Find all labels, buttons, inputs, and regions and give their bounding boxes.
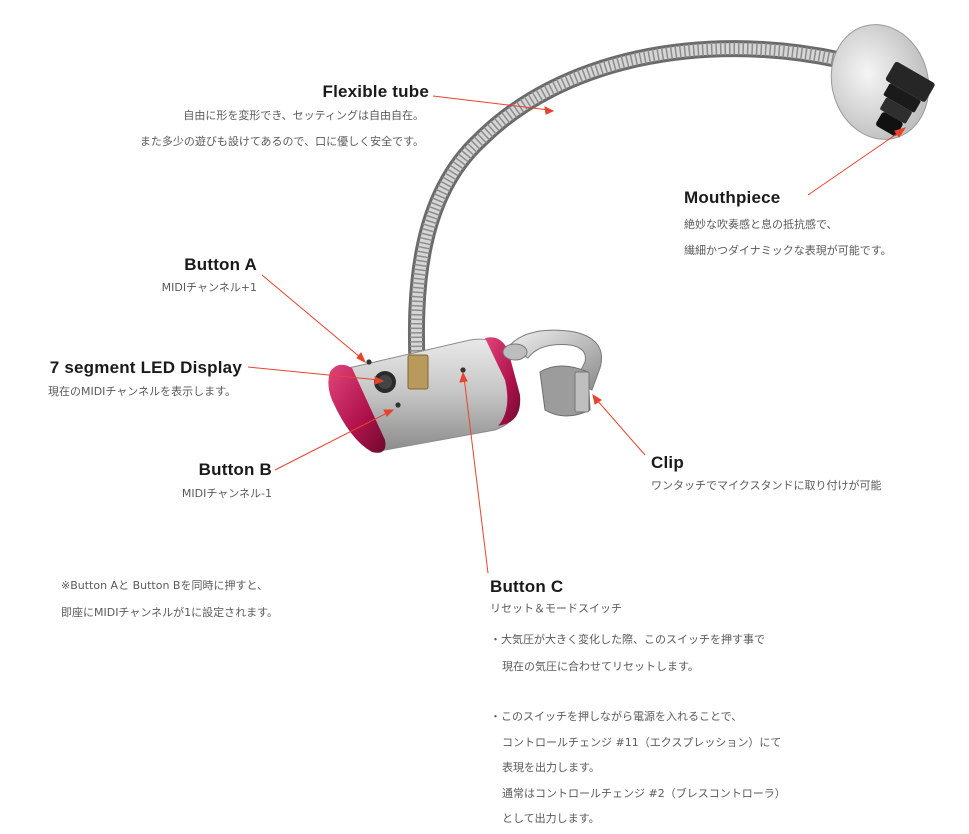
flexible-tube-graphic: [407, 40, 849, 374]
clip-graphic: [502, 329, 602, 417]
leader-flexible-tube: [432, 95, 550, 111]
leader-button-a-arrow: [356, 352, 367, 364]
leader-button-c: [463, 376, 489, 574]
leader-led-display-arrow: [374, 376, 385, 385]
device-body-graphic: [328, 337, 521, 453]
button-c-title: Button C: [490, 577, 564, 596]
clip-description: ワンタッチでマイクスタンドに取り付けが可能: [651, 479, 882, 492]
led-display-description: 現在のMIDIチャンネルを表示します。: [47, 385, 236, 398]
leader-flexible-tube-arrow: [544, 106, 555, 115]
button-b-title: Button B: [198, 460, 272, 479]
clip-title: Clip: [651, 453, 684, 472]
button-c-bullet-1-line-1: ・大気圧が大きく変化した際、このスイッチを押す事で: [490, 633, 765, 646]
button-c-bullet-2-line-2: コントロールチェンジ #11（エクスプレッション）にて: [502, 735, 782, 749]
button-c-bullet-2-line-3: 表現を出力します。: [502, 761, 600, 774]
leader-button-a: [261, 274, 362, 359]
button-a-description: MIDIチャンネル+1: [161, 281, 257, 294]
button-c-bullet-2-line-1: ・このスイッチを押しながら電源を入れることで、: [490, 710, 743, 723]
mouthpiece-graphic: [830, 24, 935, 140]
flexible-tube-desc-line-1: 自由に形を変形でき、セッティングは自由自在。: [183, 109, 424, 122]
button-b-description: MIDIチャンネル-1: [181, 487, 272, 500]
flexible-tube-description: 自由に形を変形でき、セッティングは自由自在。 また多少の遊びも設けてあるので、口…: [140, 103, 424, 155]
leader-button-c-arrow: [459, 371, 468, 383]
button-c-bullet-1-line-2: 現在の気圧に合わせてリセットします。: [502, 660, 699, 673]
mouthpiece-description: 絶妙な吹奏感と息の抵抗感で、 繊細かつダイナミックな表現が可能です。: [684, 212, 892, 264]
leader-clip-arrow: [592, 393, 602, 405]
mouthpiece-title: Mouthpiece: [684, 188, 781, 207]
flexible-tube-title: Flexible tube: [322, 82, 429, 101]
leader-button-b-arrow: [383, 409, 395, 417]
button-c-bullet-2-line-4: 通常はコントロールチェンジ #2（ブレスコントローラ）: [502, 786, 786, 800]
button-c-bullet-2: ・このスイッチを押しながら電源を入れることで、 コントロールチェンジ #11（エ…: [490, 704, 786, 832]
led-display-title: 7 segment LED Display: [49, 358, 242, 377]
mouthpiece-desc-line-2: 繊細かつダイナミックな表現が可能です。: [684, 244, 892, 257]
leader-mouthpiece: [807, 130, 902, 196]
leader-led-display: [247, 366, 380, 381]
button-c-bullet-1: ・大気圧が大きく変化した際、このスイッチを押す事で 現在の気圧に合わせてリセット…: [490, 626, 765, 680]
flexible-tube-desc-line-2: また多少の遊びも設けてあるので、口に優しく安全です。: [139, 135, 424, 148]
leader-clip: [595, 398, 646, 456]
button-c-bullet-2-line-5: として出力します。: [502, 812, 600, 825]
leader-mouthpiece-arrow: [894, 127, 907, 138]
button-a-title: Button A: [184, 255, 257, 274]
note-line-2: 即座にMIDIチャンネルが1に設定されます。: [61, 606, 279, 619]
button-c-subtitle: リセット＆モードスイッチ: [490, 602, 622, 615]
simultaneous-press-note: ※Button Aと Button Bを同時に押すと、 即座にMIDIチャンネル…: [61, 572, 278, 626]
mouthpiece-desc-line-1: 絶妙な吹奏感と息の抵抗感で、: [684, 218, 838, 231]
leader-lines: [247, 95, 907, 574]
leader-button-b: [274, 411, 390, 471]
note-line-1: ※Button Aと Button Bを同時に押すと、: [61, 579, 269, 592]
